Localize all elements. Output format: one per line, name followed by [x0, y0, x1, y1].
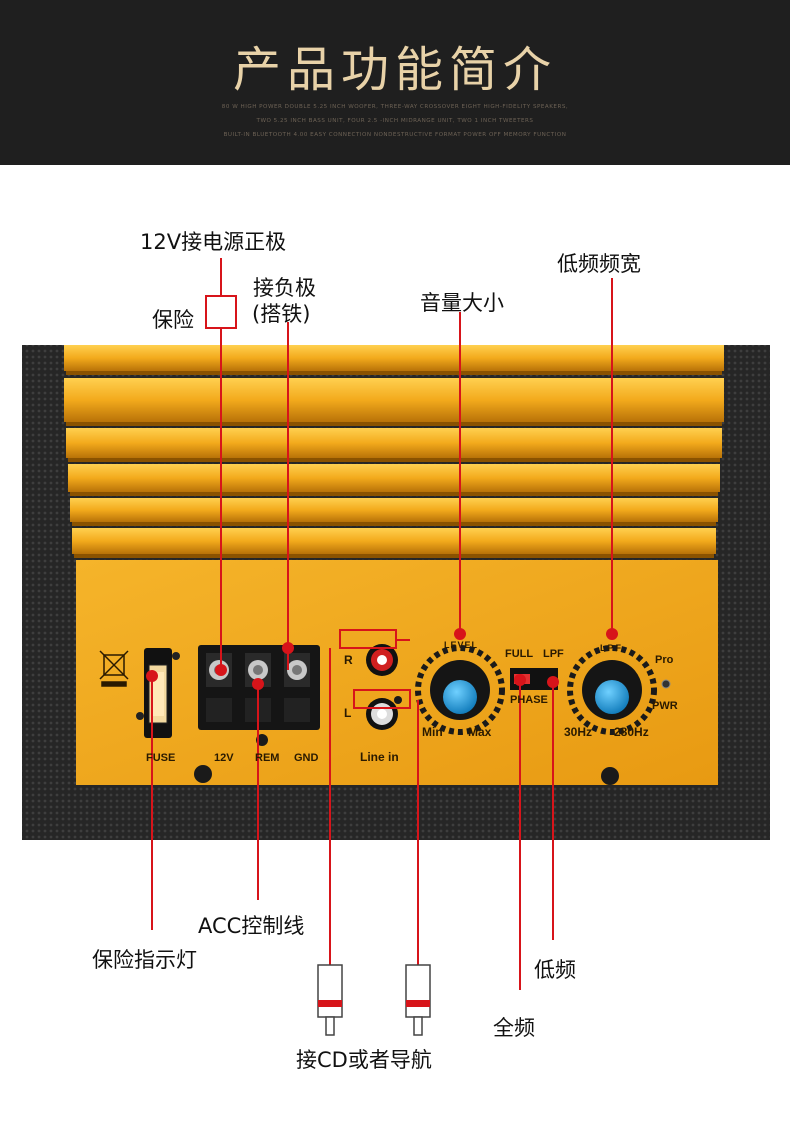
callout-full-freq: 全频 — [493, 1016, 535, 1040]
rca-jacks — [366, 644, 398, 730]
callout-power-positive: 12V接电源正极 — [140, 230, 287, 254]
level-label: LEVEL — [444, 640, 479, 650]
callout-acc-line: ACC控制线 — [198, 914, 305, 938]
callout-bass-bandwidth: 低频频宽 — [557, 252, 641, 276]
fuse-label: FUSE — [146, 752, 176, 764]
terminal-12v-label: 12V — [214, 752, 234, 764]
lpf-knob-label: LPF — [600, 643, 623, 653]
terminal-gnd-label: GND — [294, 752, 319, 764]
rca-l-label: L — [344, 706, 352, 720]
hz30-label: 30Hz — [564, 725, 593, 739]
power-led — [661, 679, 671, 689]
header-subtitle-1: 80 W HIGH POWER DOUBLE 5.25 INCH WOOFER,… — [221, 104, 569, 110]
terminal-rem-label: REM — [255, 752, 280, 764]
callout-dots — [146, 628, 618, 690]
callout-fuse: 保险 — [152, 308, 194, 332]
pwr-label: PWR — [652, 700, 678, 712]
full-label: FULL — [505, 648, 534, 660]
lpf-switch-label: LPF — [543, 648, 564, 660]
max-label: Max — [468, 725, 492, 739]
header-subtitle-2: TWO 5.25 INCH BASS UNIT, FOUR 2.5 -INCH … — [256, 118, 534, 124]
volume-knob — [415, 645, 505, 735]
min-label: Min — [422, 725, 443, 739]
rca-plug-left — [317, 964, 343, 1036]
callout-low-freq: 低频 — [534, 958, 576, 982]
callout-volume: 音量大小 — [420, 291, 504, 315]
rca-plug-right — [405, 964, 431, 1036]
page-title: 产品功能简介 — [232, 42, 557, 98]
phase-label: PHASE — [510, 694, 548, 706]
weee-icon — [99, 650, 129, 687]
header-subtitle-3: BUILT-IN BLUETOOTH 4.00 EASY CONNECTION … — [223, 132, 567, 138]
lpf-knob — [567, 645, 657, 735]
rca-r-label: R — [344, 653, 353, 667]
callout-ground-line1: 接负极 — [253, 276, 316, 300]
hz280-label: 280Hz — [614, 725, 649, 739]
pro-label: Pro — [655, 654, 674, 666]
callout-lines — [151, 258, 613, 990]
header-banner: 产品功能简介 80 W HIGH POWER DOUBLE 5.25 INCH … — [0, 0, 790, 165]
callout-cd-nav: 接CD或者导航 — [296, 1048, 432, 1072]
callout-ground-line2: (搭铁) — [252, 302, 311, 326]
callout-fuse-indicator: 保险指示灯 — [92, 948, 197, 972]
line-in-label: Line in — [360, 750, 399, 764]
